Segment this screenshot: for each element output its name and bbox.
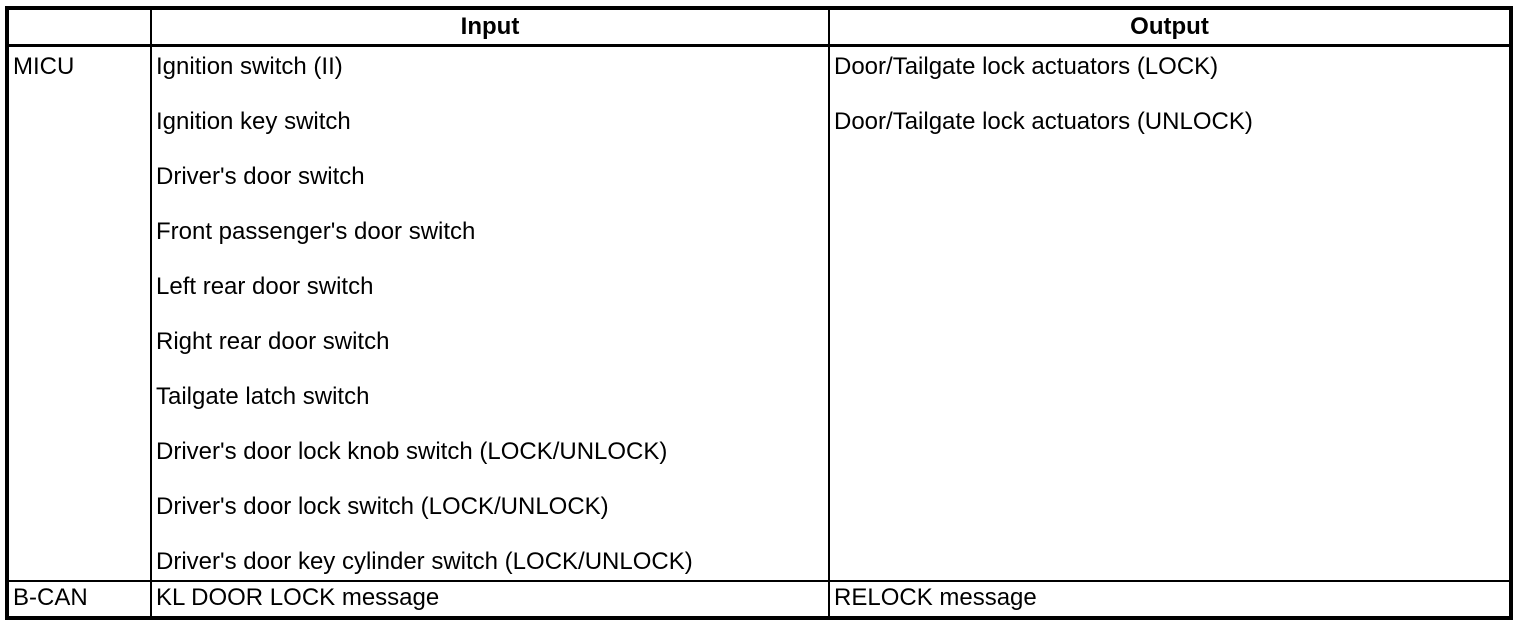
input-item: Ignition key switch (156, 108, 351, 135)
input-item: Driver's door key cylinder switch (LOCK/… (156, 548, 693, 575)
source-label: B-CAN (13, 584, 88, 611)
micu-inputs-cell: Ignition switch (II) Ignition key switch… (150, 44, 830, 582)
header-row: Input Output (8, 9, 1510, 47)
output-item: Door/Tailgate lock actuators (LOCK) (834, 53, 1219, 80)
header-input-cell: Input (150, 9, 830, 47)
output-item: RELOCK message (834, 584, 1037, 611)
bcan-inputs-cell: KL DOOR LOCK message (150, 580, 830, 617)
input-item: Driver's door switch (156, 163, 365, 190)
output-item: Door/Tailgate lock actuators (UNLOCK) (834, 108, 1253, 135)
input-item: Driver's door lock knob switch (LOCK/UNL… (156, 438, 668, 465)
input-item: Tailgate latch switch (156, 383, 370, 410)
input-item: Front passenger's door switch (156, 218, 476, 245)
input-item: Right rear door switch (156, 328, 390, 355)
input-item: Driver's door lock switch (LOCK/UNLOCK) (156, 493, 609, 520)
micu-outputs-cell: Door/Tailgate lock actuators (LOCK) Door… (828, 44, 1510, 582)
row-source-micu: MICU (8, 44, 152, 582)
table-row-bcan: B-CAN KL DOOR LOCK message RELOCK messag… (8, 580, 1510, 617)
bcan-outputs-cell: RELOCK message (828, 580, 1510, 617)
header-output-cell: Output (828, 9, 1510, 47)
row-source-bcan: B-CAN (8, 580, 152, 617)
input-item: Ignition switch (II) (156, 53, 343, 80)
io-table: Input Output MICU Ignition switch (II) I… (5, 6, 1513, 620)
input-item: Left rear door switch (156, 273, 374, 300)
source-label: MICU (13, 53, 75, 80)
input-item: KL DOOR LOCK message (156, 584, 440, 611)
table-row-micu: MICU Ignition switch (II) Ignition key s… (8, 44, 1510, 582)
header-corner-cell (8, 9, 152, 47)
input-output-table: Input Output MICU Ignition switch (II) I… (8, 9, 1510, 617)
